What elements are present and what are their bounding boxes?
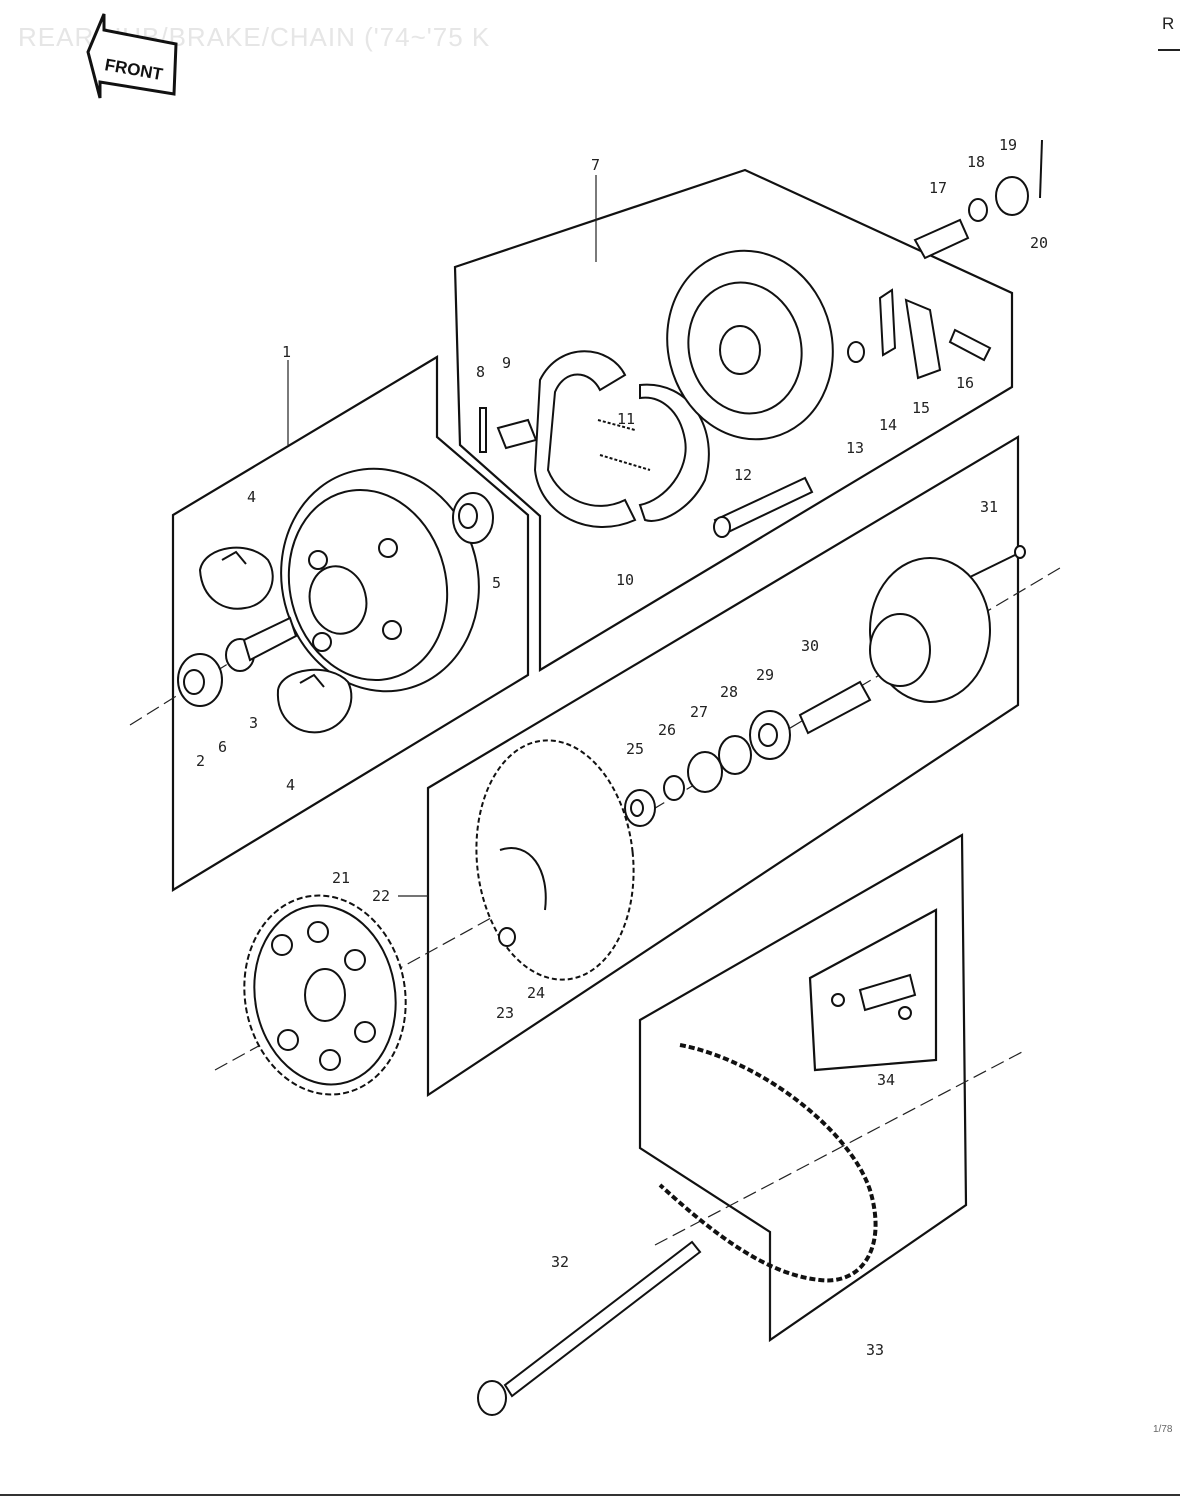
callout-18: 18 (967, 153, 985, 171)
corner-rule (1158, 49, 1180, 51)
callout-4a: 4 (247, 488, 256, 506)
coupling-stack (624, 710, 791, 827)
front-arrow-icon: FRONT (86, 13, 178, 99)
callout-34: 34 (877, 1071, 895, 1089)
callout-32: 32 (551, 1253, 569, 1271)
hub-group-outline (171, 355, 530, 892)
coupling-bolt-31 (969, 545, 1026, 578)
hub-collar-2 (177, 653, 223, 707)
callout-25: 25 (626, 740, 644, 758)
callout-labels: 1 2 3 4 4 5 6 7 8 9 10 11 12 13 14 15 16… (196, 136, 1048, 1359)
brake-rod-parts (913, 139, 1043, 260)
coupling-nut-23 (498, 927, 516, 947)
callout-7: 7 (591, 156, 600, 174)
page-code: 1/78 (1153, 1424, 1173, 1435)
callout-10: 10 (616, 571, 634, 589)
callout-22: 22 (372, 887, 390, 905)
brake-shoes (533, 350, 710, 528)
axle-sleeve-30 (798, 680, 872, 735)
callout-9: 9 (502, 354, 511, 372)
callout-12: 12 (734, 466, 752, 484)
callout-28: 28 (720, 683, 738, 701)
coupling-drum (869, 557, 991, 703)
shoe-pin-8 (479, 407, 487, 453)
callout-30: 30 (801, 637, 819, 655)
rear-axle (477, 1240, 702, 1416)
hub-damper-lower (276, 668, 353, 734)
drive-chain (658, 1043, 878, 1283)
master-link-box-outline (808, 908, 938, 1072)
callout-15: 15 (912, 399, 930, 417)
panel-nut-13 (847, 341, 865, 363)
callout-33: 33 (866, 1341, 884, 1359)
rear-hub (280, 467, 480, 693)
callout-17: 17 (929, 179, 947, 197)
callout-11: 11 (617, 410, 635, 428)
sprocket-coupling-group-outline (426, 435, 1020, 1098)
shoe-plate-9 (496, 418, 538, 450)
callout-26: 26 (658, 721, 676, 739)
callout-21: 21 (332, 869, 350, 887)
callout-4b: 4 (286, 776, 295, 794)
rear-sprocket (243, 894, 407, 1096)
callout-5: 5 (492, 574, 501, 592)
torque-link-15 (904, 298, 942, 380)
chain-master-link (831, 973, 917, 1020)
cam-lever-14 (878, 288, 897, 357)
callout-3: 3 (249, 714, 258, 732)
callout-1: 1 (282, 343, 291, 361)
callout-20: 20 (1030, 234, 1048, 252)
callout-24: 24 (527, 984, 545, 1002)
callout-23: 23 (496, 1004, 514, 1022)
callout-19: 19 (999, 136, 1017, 154)
hub-bearing (452, 492, 494, 544)
callout-8: 8 (476, 363, 485, 381)
hub-sleeve-3 (242, 616, 298, 662)
callout-6: 6 (218, 738, 227, 756)
callout-29: 29 (756, 666, 774, 684)
callout-27: 27 (690, 703, 708, 721)
callout-16: 16 (956, 374, 974, 392)
panel-bolt-16 (948, 328, 992, 362)
sprocket-coupling (475, 739, 635, 981)
corner-mark: R (1162, 14, 1175, 33)
brake-panel (666, 249, 834, 441)
callout-13: 13 (846, 439, 864, 457)
callout-31: 31 (980, 498, 998, 516)
callout-2: 2 (196, 752, 205, 770)
chain-group-outline (638, 833, 968, 1343)
brake-panel-group-outline (453, 168, 1014, 672)
brake-camshaft (713, 476, 814, 538)
hub-damper-upper (198, 546, 274, 610)
callout-14: 14 (879, 416, 897, 434)
bottom-rule (0, 1494, 1180, 1496)
